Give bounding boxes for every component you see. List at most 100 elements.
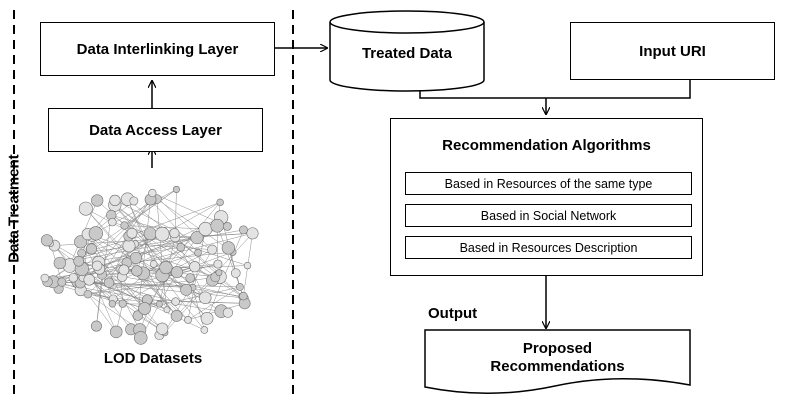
lod-link — [142, 273, 177, 317]
lod-node — [176, 242, 186, 252]
lod-node — [172, 185, 180, 193]
lod-node — [149, 260, 158, 268]
lod-node — [230, 268, 241, 278]
lod-node — [131, 265, 143, 277]
lod-node — [171, 297, 180, 306]
lod-node — [185, 273, 196, 283]
lod-node — [143, 227, 157, 241]
lod-link — [150, 199, 199, 253]
treated-data-cylinder — [329, 10, 485, 92]
lod-node — [88, 226, 103, 241]
lod-node — [108, 300, 117, 308]
lod-node — [207, 244, 218, 255]
lod-node — [215, 269, 223, 277]
lod-node — [78, 201, 93, 216]
lod-link — [89, 235, 140, 330]
lod-network-graph — [40, 185, 259, 345]
lod-node — [74, 235, 88, 249]
lod-link — [175, 301, 245, 304]
lod-link — [87, 294, 117, 333]
lod-node — [246, 227, 259, 240]
lod-node — [83, 273, 96, 286]
lod-node — [92, 260, 103, 271]
lod-node — [103, 277, 115, 288]
lod-node — [118, 264, 130, 276]
lod-node — [138, 302, 151, 315]
algorithm-item: Based in Social Network — [405, 204, 692, 227]
lod-node — [129, 196, 139, 206]
lod-node — [170, 310, 183, 322]
algorithm-item: Based in Resources Description — [405, 236, 692, 259]
lod-link — [124, 225, 206, 230]
lod-link — [81, 198, 158, 270]
data-interlinking-layer-box: Data Interlinking Layer — [40, 22, 275, 76]
lod-node — [216, 198, 224, 207]
output-document-shape — [424, 329, 691, 394]
lod-link — [69, 246, 181, 266]
lod-node — [243, 261, 252, 270]
lod-link — [127, 199, 154, 265]
lod-node — [109, 325, 123, 339]
lod-node — [210, 218, 225, 233]
lod-node — [133, 331, 148, 345]
lod-node — [118, 299, 127, 308]
lod-node — [120, 221, 129, 230]
lod-node — [221, 241, 235, 255]
lod-link — [61, 233, 253, 283]
lod-node — [184, 316, 192, 324]
lod-link — [137, 199, 151, 316]
lod-link — [175, 233, 253, 238]
lod-node — [68, 273, 78, 283]
lod-link — [85, 208, 189, 321]
lod-node — [122, 239, 136, 253]
proposed-recommendations-line1: Proposed — [522, 340, 593, 357]
lod-node — [200, 326, 209, 334]
lod-node — [239, 225, 248, 235]
lod-node — [109, 194, 121, 207]
lod-node — [189, 261, 201, 273]
lod-node — [85, 243, 98, 255]
lod-node — [194, 248, 202, 257]
lod-node — [236, 283, 244, 291]
lod-link — [156, 198, 233, 253]
lod-node — [53, 256, 66, 270]
lod-node — [169, 228, 180, 239]
output-label: Output — [428, 305, 478, 322]
lod-node — [222, 307, 233, 318]
lod-node — [200, 312, 214, 325]
lod-node — [83, 289, 93, 299]
input-uri-box: Input URI — [570, 22, 775, 80]
lod-node — [90, 320, 102, 332]
lod-node — [40, 273, 50, 283]
proposed-recommendations-line2: Recommendations — [490, 358, 625, 375]
lod-link — [114, 204, 167, 268]
lod-node — [126, 227, 138, 239]
lod-node — [73, 255, 85, 267]
algorithms-title: Recommendation Algorithms — [442, 137, 651, 154]
lod-node — [155, 300, 163, 308]
lod-datasets-label: LOD Datasets — [103, 350, 203, 367]
lod-link — [78, 281, 193, 288]
lod-node — [163, 306, 171, 314]
lod-node — [213, 259, 223, 269]
lod-node — [108, 217, 117, 227]
lod-node — [57, 277, 67, 287]
lod-link — [122, 247, 182, 304]
lod-node — [170, 266, 183, 279]
lod-node — [91, 194, 104, 207]
lod-node — [190, 231, 204, 245]
lod-node — [129, 251, 142, 264]
lod-node — [155, 226, 170, 242]
merge-connector — [419, 80, 691, 99]
lod-link — [53, 262, 127, 283]
algorithm-item: Based in Resources of the same type — [405, 172, 692, 195]
lod-link — [89, 279, 176, 302]
lod-node — [239, 291, 248, 301]
lod-link — [89, 279, 168, 310]
lod-node — [198, 291, 212, 305]
treated-data-label: Treated Data — [361, 45, 453, 62]
lod-link — [128, 202, 221, 237]
lod-node — [198, 222, 213, 236]
